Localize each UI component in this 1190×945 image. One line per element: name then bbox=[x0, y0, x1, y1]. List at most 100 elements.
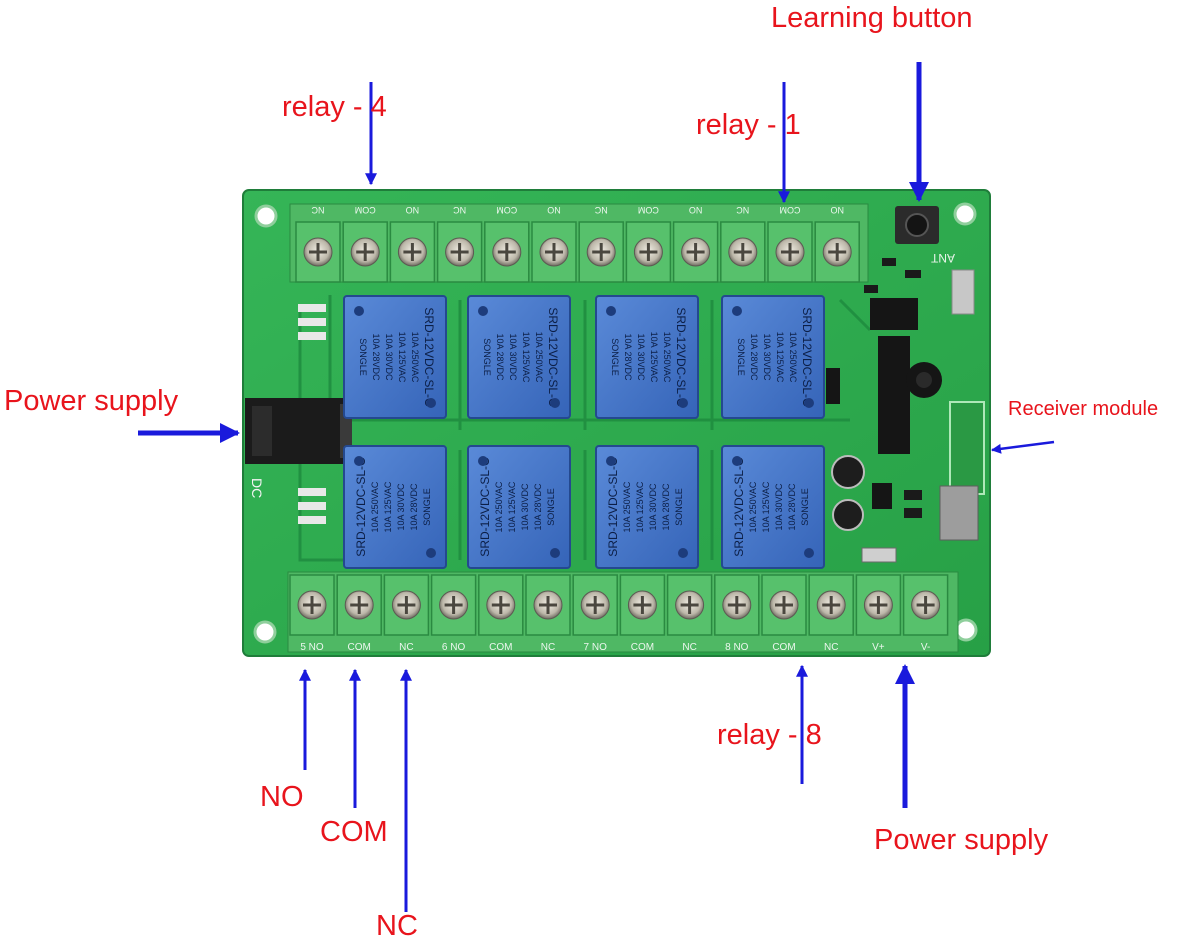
top-terminal-label: COM bbox=[780, 205, 801, 215]
label-relay-8: relay - 8 bbox=[717, 719, 822, 751]
learning-button-cap[interactable] bbox=[905, 213, 929, 237]
bottom-terminal-label: COM bbox=[631, 642, 654, 653]
relay-marking: 10A 30VDC bbox=[520, 483, 530, 531]
bottom-terminal-screw[interactable] bbox=[714, 574, 760, 636]
relay-marking: SONGLE bbox=[610, 338, 620, 376]
ant-label: ANT bbox=[930, 251, 955, 265]
relay-marking: SONGLE bbox=[422, 488, 432, 526]
top-terminal-screw[interactable] bbox=[625, 221, 672, 283]
bottom-terminal-screw[interactable] bbox=[525, 574, 571, 636]
relay-marking: 10A 250VAC bbox=[370, 481, 380, 532]
relay-marking: SRD-12VDC-SL-C bbox=[354, 457, 368, 557]
label-receiver-module: Receiver module bbox=[1008, 398, 1159, 420]
relay-marking: SONGLE bbox=[358, 338, 368, 376]
top-terminal-label: NC bbox=[453, 205, 466, 215]
bottom-terminal-screw[interactable] bbox=[383, 574, 430, 636]
top-terminal-screw[interactable] bbox=[342, 221, 388, 283]
relay-marking: SRD-12VDC-SL-C bbox=[422, 307, 436, 407]
relay-marking: 10A 250VAC bbox=[662, 332, 672, 383]
top-terminal-screw[interactable] bbox=[578, 221, 624, 283]
relay-marking: 10A 30VDC bbox=[762, 333, 772, 381]
label-com: COM bbox=[320, 816, 388, 848]
top-terminal-screw[interactable] bbox=[484, 221, 530, 283]
label-power-supply-bottom: Power supply bbox=[874, 824, 1049, 856]
bottom-terminal-label: COM bbox=[348, 642, 371, 653]
relay-marking: 10A 30VDC bbox=[648, 483, 658, 531]
label-relay-1: relay - 1 bbox=[696, 109, 801, 141]
bottom-terminal-screw[interactable] bbox=[619, 574, 666, 636]
top-terminal-screw[interactable] bbox=[767, 221, 813, 283]
bottom-terminal-screw[interactable] bbox=[336, 574, 382, 636]
relay-marking: SONGLE bbox=[546, 488, 556, 526]
top-terminal-screw[interactable] bbox=[295, 221, 341, 283]
relay-marking: 10A 250VAC bbox=[788, 332, 798, 383]
bottom-terminal-label: V+ bbox=[872, 642, 885, 653]
bottom-terminal-label: 7 NO bbox=[584, 642, 608, 653]
relay-marking: SONGLE bbox=[482, 338, 492, 376]
relay-marking: 10A 250VAC bbox=[748, 481, 758, 532]
relay-marking: 10A 28VDC bbox=[749, 333, 759, 381]
dc-jack bbox=[245, 398, 352, 464]
annotation-arrows bbox=[138, 62, 1055, 912]
relay-marking: 10A 250VAC bbox=[494, 481, 504, 532]
relay-marking: 10A 250VAC bbox=[622, 481, 632, 532]
top-terminal-label: COM bbox=[355, 205, 376, 215]
bottom-terminal-screw[interactable] bbox=[478, 574, 524, 636]
top-terminal-screw[interactable] bbox=[531, 221, 577, 283]
label-power-supply-left: Power supply bbox=[4, 385, 179, 417]
relay-marking: 10A 28VDC bbox=[533, 483, 543, 531]
bottom-terminal-label: V- bbox=[921, 642, 930, 653]
bottom-terminal-screw[interactable] bbox=[289, 574, 335, 636]
bottom-terminal-label: NC bbox=[541, 642, 555, 653]
top-terminal-label: NO bbox=[406, 205, 420, 215]
relay-marking: 10A 28VDC bbox=[661, 483, 671, 531]
bottom-terminal-screw[interactable] bbox=[666, 574, 713, 636]
bottom-terminal-screw[interactable] bbox=[902, 574, 949, 636]
top-terminal-screw[interactable] bbox=[389, 221, 436, 283]
top-terminal-screw[interactable] bbox=[720, 221, 766, 283]
relay-marking: 10A 30VDC bbox=[384, 333, 394, 381]
bottom-terminal-label: COM bbox=[489, 642, 512, 653]
top-terminal-label: NO bbox=[689, 205, 703, 215]
bottom-terminal-screw[interactable] bbox=[808, 574, 854, 636]
relay-marking: 10A 125VAC bbox=[761, 481, 771, 532]
relay-marking: 10A 125VAC bbox=[649, 332, 659, 383]
bottom-terminal-screw[interactable] bbox=[430, 574, 477, 636]
top-terminal-screw[interactable] bbox=[672, 221, 719, 283]
bottom-terminal-label: 8 NO bbox=[725, 642, 749, 653]
bottom-terminal-screw[interactable] bbox=[761, 574, 807, 636]
relay-marking: SRD-12VDC-SL-C bbox=[800, 307, 814, 407]
bottom-terminal-screw[interactable] bbox=[855, 574, 902, 636]
relay-marking: 10A 28VDC bbox=[371, 333, 381, 381]
bottom-terminal-screw[interactable] bbox=[572, 574, 618, 636]
relay-marking: 10A 28VDC bbox=[495, 333, 505, 381]
top-terminal-screw[interactable] bbox=[436, 221, 483, 283]
top-terminal-label: COM bbox=[638, 205, 659, 215]
relay-marking: 10A 30VDC bbox=[508, 333, 518, 381]
relay-marking: SONGLE bbox=[736, 338, 746, 376]
relay-marking: SONGLE bbox=[674, 488, 684, 526]
top-terminal-screw[interactable] bbox=[814, 221, 860, 283]
receiver-module bbox=[949, 401, 985, 495]
relay-marking: 10A 28VDC bbox=[409, 483, 419, 531]
relay-marking: 10A 30VDC bbox=[396, 483, 406, 531]
bottom-terminal-label: NC bbox=[399, 642, 413, 653]
relay-marking: 10A 30VDC bbox=[774, 483, 784, 531]
top-terminal-label: NC bbox=[736, 205, 749, 215]
relay-marking: SRD-12VDC-SL-C bbox=[478, 457, 492, 557]
relay-marking: 10A 125VAC bbox=[775, 332, 785, 383]
bottom-terminal-label: NC bbox=[682, 642, 696, 653]
relay-marking: 10A 125VAC bbox=[507, 481, 517, 532]
relay-marking: 10A 28VDC bbox=[787, 483, 797, 531]
relay-marking: 10A 250VAC bbox=[534, 332, 544, 383]
arrow-receiver-module bbox=[991, 440, 1055, 454]
label-relay-4: relay - 4 bbox=[282, 91, 387, 123]
